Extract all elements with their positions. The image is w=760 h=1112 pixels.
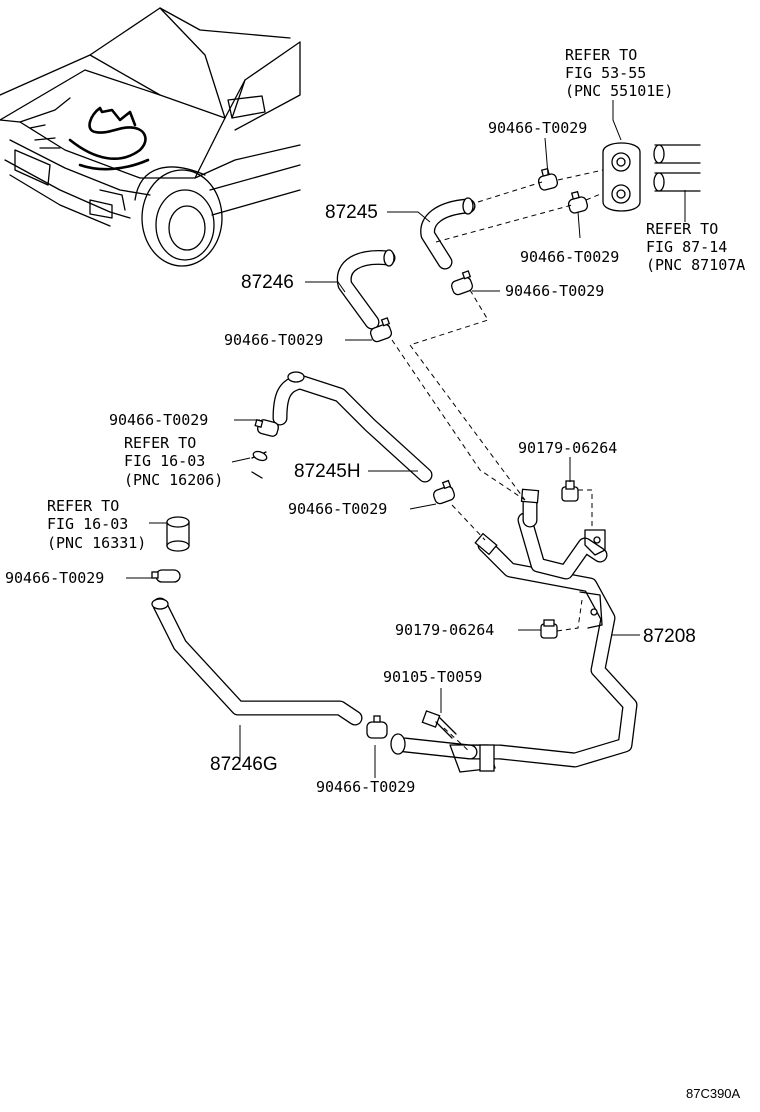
ref-fig5355-line3: (PNC 55101E) [565,82,673,100]
callout-clamp-3: 90466-T0029 [505,282,604,300]
ref-fig5355-line2: FIG 53-55 [565,64,646,82]
hose-87245 [420,197,476,270]
callout-clamp-7: 90466-T0029 [5,569,104,587]
hose-87246 [336,249,396,330]
callout-clamp-5: 90466-T0029 [109,411,208,429]
ref-fig8714-line2: FIG 87-14 [646,238,727,256]
ref-fig1603b-line2: FIG 16-03 [47,515,128,533]
callout-nut-1: 90179-06264 [518,439,617,457]
ref-fig1603a-line3: (PNC 16206) [124,471,223,489]
ref-fig1603a-line1: REFER TO [124,434,196,452]
callout-87245: 87245 [325,202,378,223]
nut-90179-lower [540,619,558,639]
vehicle-illustration [0,7,301,267]
ref-fig1603b-line3: (PNC 16331) [47,534,146,552]
diagram-code: 87C390A [686,1086,741,1101]
callout-87245h: 87245H [294,461,361,482]
bolt-90105 [421,710,457,739]
callout-nut-2: 90179-06264 [395,621,494,639]
callout-clamp-2: 90466-T0029 [520,248,619,266]
ref-fig8714-line3: (PNC 87107A [646,256,745,274]
callout-87208: 87208 [643,626,696,647]
callout-clamp-1: 90466-T0029 [488,119,587,137]
connector-16331 [166,516,190,552]
ref-fig1603b-line1: REFER TO [47,497,119,515]
routing-lines [391,169,604,753]
callout-87246g: 87246G [210,754,278,775]
callout-clamp-4: 90466-T0029 [224,331,323,349]
ref-fig1603a-line2: FIG 16-03 [124,452,205,470]
callout-bolt-1: 90105-T0059 [383,668,482,686]
ref-fig8714-line1: REFER TO [646,220,718,238]
leader-lines [126,100,686,778]
callout-clamp-8: 90466-T0029 [316,778,415,796]
ref-fig5355-line1: REFER TO [565,46,637,64]
hose-87245h [272,371,433,483]
callout-clamp-6: 90466-T0029 [288,500,387,518]
connector-16206 [251,450,268,479]
callout-87246: 87246 [241,272,294,293]
water-pipe-87208 [390,488,638,773]
hose-87246g [151,597,363,726]
nut-90179-upper [561,480,579,502]
heater-core-connection [602,142,701,212]
clamp-parts [151,167,589,739]
labels: 87245 87246 87245H 87246G 87208 90466-T0… [5,46,745,1101]
